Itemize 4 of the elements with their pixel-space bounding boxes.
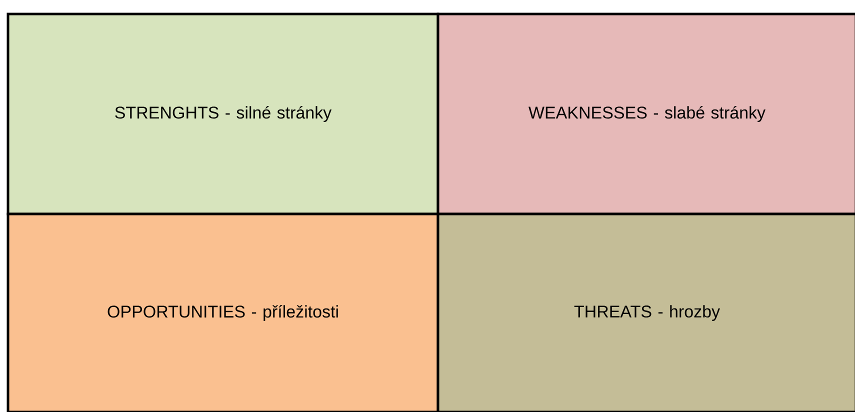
swot-cell: THREATS - hrozby xyxy=(436,212,855,412)
swot-cell: OPPORTUNITIES - příležitosti xyxy=(6,212,440,412)
swot-cell: STRENGHTS - silné stránky xyxy=(6,12,440,216)
swot-cell: WEAKNESSES - slabé stránky xyxy=(436,12,855,216)
